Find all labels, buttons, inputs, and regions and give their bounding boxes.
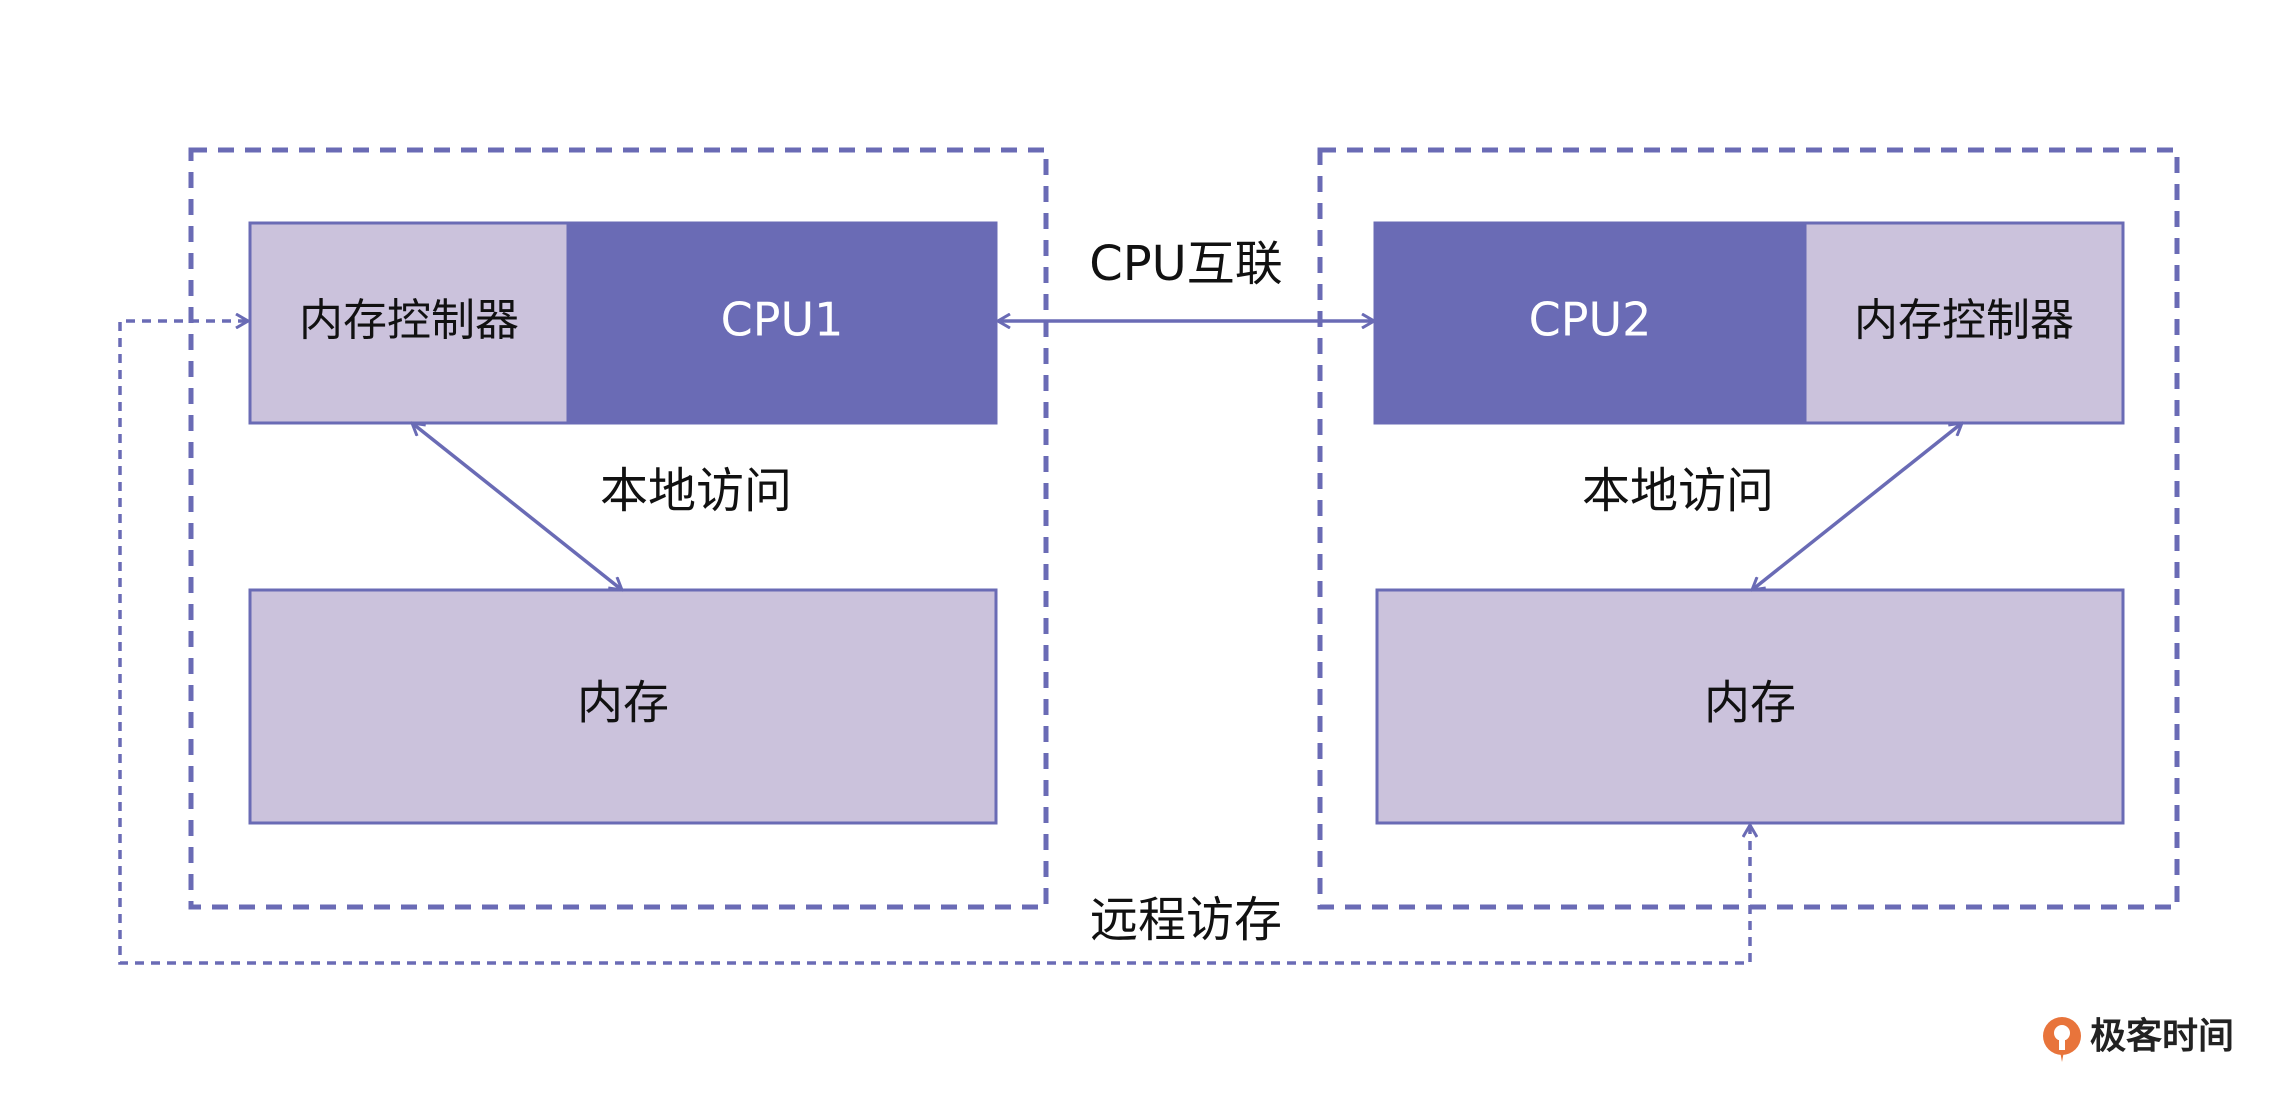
- remote-access-path: [118, 321, 1750, 965]
- right-local-access-label: 本地访问: [1582, 463, 1774, 519]
- left-memory-controller-label: 内存控制器: [299, 295, 519, 346]
- left-local-access-arrow: [412, 423, 622, 590]
- right-cpu-box: CPU2: [1373, 221, 1807, 425]
- brand-name: 极客时间: [2090, 1016, 2234, 1057]
- right-memory-label: 内存: [1704, 676, 1796, 730]
- right-memory-box: 内存: [1375, 588, 2125, 825]
- left-node-frame: [188, 147, 1049, 910]
- left-cpu-label: CPU1: [721, 293, 844, 347]
- right-local-access-arrow: [1752, 423, 1962, 590]
- left-memory-box: 内存: [248, 588, 998, 825]
- geek-time-logo-icon: [2043, 1017, 2081, 1062]
- left-cpu-box: CPU1: [566, 221, 998, 425]
- left-memory-label: 内存: [577, 676, 669, 730]
- brand-watermark: 极客时间: [2043, 1016, 2234, 1062]
- right-memory-controller-label: 内存控制器: [1854, 295, 2074, 346]
- left-memory-controller-box: 内存控制器: [248, 221, 570, 425]
- cpu-interconnect-label: CPU互联: [1089, 236, 1283, 292]
- right-memory-controller-box: 内存控制器: [1803, 221, 2125, 425]
- remote-access-label: 远程访存: [1090, 892, 1282, 948]
- right-cpu-label: CPU2: [1529, 293, 1652, 347]
- left-local-access-label: 本地访问: [600, 463, 792, 519]
